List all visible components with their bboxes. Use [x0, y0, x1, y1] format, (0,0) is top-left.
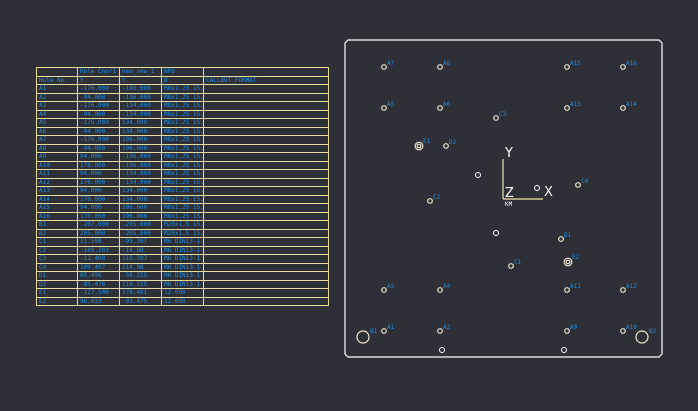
hole-icon[interactable] [564, 105, 570, 111]
hole-label: A3 [387, 283, 395, 290]
hole-icon[interactable] [437, 328, 443, 334]
sheet-border [344, 39, 663, 358]
hole-icon[interactable] [620, 105, 626, 111]
hole-icon[interactable] [475, 172, 481, 178]
hole-icon[interactable] [564, 64, 570, 70]
inner-hole-icon [416, 143, 422, 149]
hole-icon[interactable] [620, 287, 626, 293]
hole-label: A2 [443, 324, 451, 331]
hole-icon[interactable] [508, 263, 514, 269]
hole-label: D1 [564, 232, 572, 239]
hole-label: A15 [570, 60, 581, 67]
hole-icon[interactable] [564, 287, 570, 293]
hole-icon[interactable] [620, 64, 626, 70]
hole-label: E1 [423, 138, 431, 145]
large-hole-icon[interactable] [635, 330, 649, 344]
hole-icon[interactable] [381, 64, 387, 70]
counterbore-hole-icon[interactable] [563, 257, 573, 267]
hole-label: A8 [443, 60, 451, 67]
hole-label: A5 [387, 101, 395, 108]
hole-label: B2 [649, 328, 657, 335]
hole-label: D2 [449, 139, 457, 146]
hole-icon[interactable] [427, 198, 433, 204]
axis-y-label: Y [504, 146, 513, 161]
hole-icon[interactable] [493, 230, 499, 236]
hole-label: A4 [443, 283, 451, 290]
counterbore-hole-icon[interactable] [414, 141, 424, 151]
hole-icon[interactable] [437, 64, 443, 70]
hole-icon[interactable] [620, 328, 626, 334]
hole-icon[interactable] [381, 105, 387, 111]
hole-icon[interactable] [381, 328, 387, 334]
hole-label: A13 [570, 101, 581, 108]
hole-icon[interactable] [437, 287, 443, 293]
hole-label: C2 [433, 194, 441, 201]
inner-hole-icon [565, 259, 571, 265]
large-hole-icon[interactable] [356, 330, 370, 344]
hole-label: A14 [626, 101, 637, 108]
hole-icon[interactable] [381, 287, 387, 293]
table-cell [203, 296, 329, 306]
hole-label: A16 [626, 60, 637, 67]
hole-icon[interactable] [437, 105, 443, 111]
hole-label: E2 [572, 254, 580, 261]
hole-label: A10 [626, 324, 637, 331]
hole-label: A7 [387, 60, 395, 67]
hole-label: A1 [387, 324, 395, 331]
hole-label: C3 [499, 111, 507, 118]
hole-label: A9 [570, 324, 578, 331]
hole-icon[interactable] [534, 185, 540, 191]
hole-label: B1 [370, 328, 378, 335]
axis-x-label: X [544, 185, 553, 200]
hole-icon[interactable] [564, 328, 570, 334]
coordinate-axes: Y X Z KM [502, 146, 553, 208]
axis-z-label: Z [505, 186, 514, 201]
hole-icon[interactable] [575, 182, 581, 188]
hole-label: A11 [570, 283, 581, 290]
hole-table: Hole Cnor1 new_new_1 NRO Hole No. Y Y Ø … [36, 67, 329, 306]
hole-icon[interactable] [561, 347, 567, 353]
hole-icon[interactable] [493, 115, 499, 121]
hole-icon[interactable] [443, 143, 449, 149]
hole-icon[interactable] [439, 347, 445, 353]
origin-label: KM [505, 201, 513, 208]
hole-label: A6 [443, 101, 451, 108]
hole-icon[interactable] [558, 236, 564, 242]
hole-label: C4 [581, 178, 589, 185]
hole-label: A12 [626, 283, 637, 290]
hole-label: C1 [514, 259, 522, 266]
